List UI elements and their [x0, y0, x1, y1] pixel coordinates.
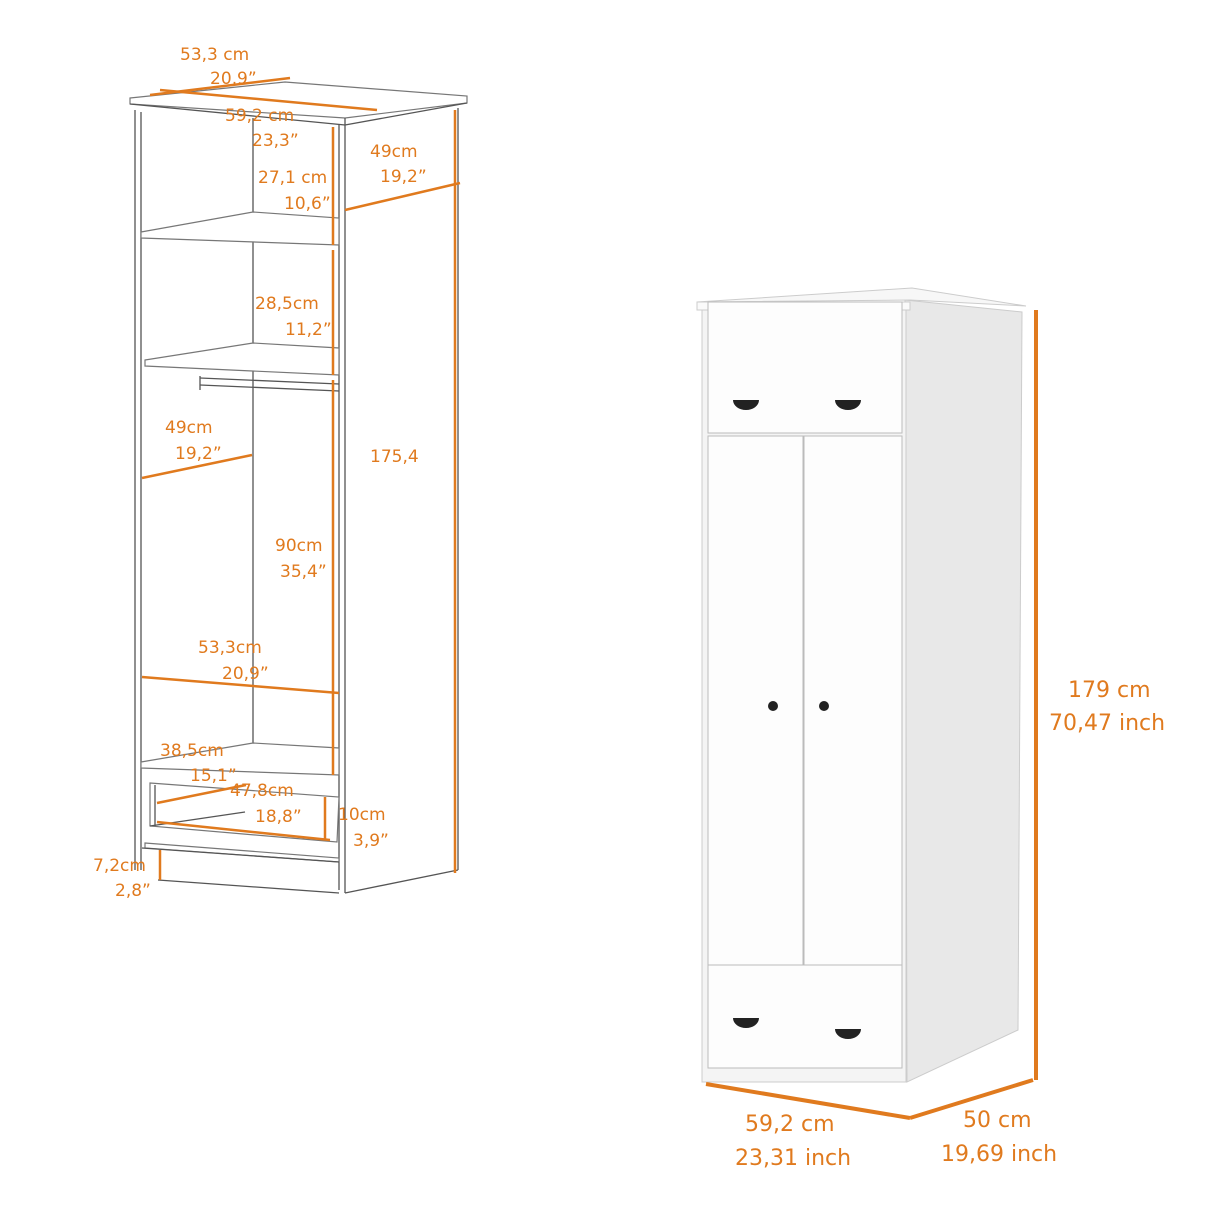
upper-shelf [140, 211, 340, 246]
top-drawer-right-handle-icon [835, 400, 861, 410]
width-cm: 59,2 cm [745, 1112, 835, 1137]
exterior-dimension-lines [705, 310, 1038, 1120]
height-cm: 179 cm [1068, 678, 1151, 703]
middle-shelf [144, 342, 340, 376]
drawer-height-inch: 3,9” [353, 831, 389, 851]
base-height-cm: 7,2cm [93, 856, 146, 876]
bottom-drawer-right-handle-icon [835, 1029, 861, 1039]
drawer-width-inch: 18,8” [255, 807, 302, 827]
left-door-knob-icon [768, 701, 778, 711]
height-inch: 70,47 inch [1049, 711, 1165, 736]
bottom-drawer[interactable] [707, 964, 903, 1069]
right-door[interactable] [803, 435, 903, 981]
drawer-width-cm: 47,8cm [230, 781, 294, 801]
upper-shelf-height-cm: 27,1 cm [258, 168, 327, 188]
hanging-height-inch: 35,4” [280, 562, 327, 582]
hanging-rod [199, 377, 340, 385]
width-inch: 23,31 inch [735, 1146, 851, 1171]
left-door[interactable] [707, 435, 804, 981]
right-door-knob-icon [819, 701, 829, 711]
interior-labels: 53,3 cm 20,9” 59,2 cm 23,3” 49cm 19,2” 2… [93, 45, 427, 901]
side-panel [904, 299, 1023, 1083]
upper-shelf-height-inch: 10,6” [284, 194, 331, 214]
depth-cm: 50 cm [963, 1108, 1032, 1133]
interior-drawing: 53,3 cm 20,9” 59,2 cm 23,3” 49cm 19,2” 2… [93, 45, 468, 901]
depth-inch: 19,69 inch [941, 1142, 1057, 1167]
top-drawer-left-handle-icon [733, 400, 759, 410]
bottom-drawer-left-handle-icon [733, 1018, 759, 1028]
base-plinth [144, 842, 340, 863]
side-depth-inch: 19,2” [380, 167, 427, 187]
top-depth-inch: 20,9” [210, 69, 257, 89]
top-depth-cm: 53,3 cm [180, 45, 249, 65]
hanging-height-cm: 90cm [275, 536, 323, 556]
top-drawer[interactable] [707, 301, 903, 434]
exterior-labels: 179 cm 70,47 inch 59,2 cm 23,31 inch 50 … [735, 678, 1165, 1171]
middle-shelf-height-cm: 28,5cm [255, 294, 319, 314]
exterior-wardrobe: 179 cm 70,47 inch 59,2 cm 23,31 inch 50 … [696, 287, 1165, 1171]
top-surface [696, 287, 1027, 307]
hanging-width-inch: 20,9” [222, 664, 269, 684]
top-width-inch: 23,3” [252, 131, 299, 151]
rod-depth-inch: 19,2” [175, 444, 222, 464]
drawer-depth-inch: 15,1” [190, 766, 237, 786]
middle-shelf-height-inch: 11,2” [285, 320, 332, 340]
side-depth-cm: 49cm [370, 142, 418, 162]
drawer-height-cm: 10cm [338, 805, 386, 825]
total-inner-height: 175,4 [370, 447, 419, 467]
drawer-depth-cm: 38,5cm [160, 741, 224, 761]
rod-depth-cm: 49cm [165, 418, 213, 438]
hanging-width-cm: 53,3cm [198, 638, 262, 658]
interior-dimension-lines [141, 76, 461, 880]
base-height-inch: 2,8” [115, 881, 151, 901]
lower-shelf [140, 742, 340, 776]
top-width-cm: 59,2 cm [225, 106, 294, 126]
